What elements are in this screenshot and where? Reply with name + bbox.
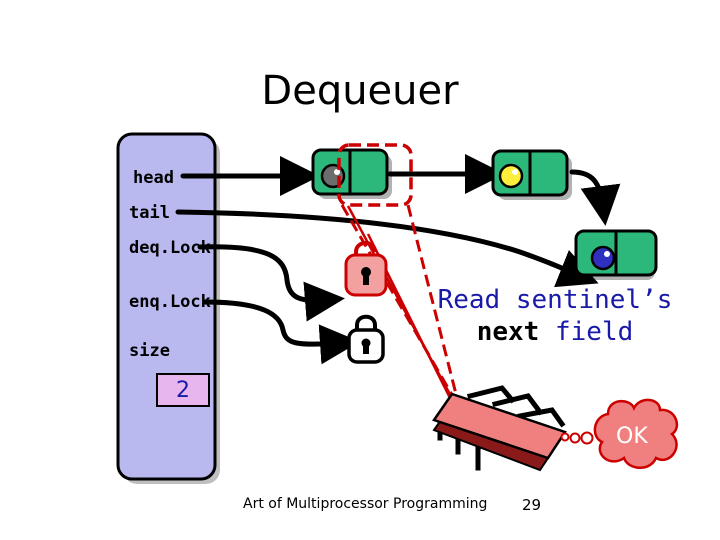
- slide-title: Dequeuer: [261, 68, 459, 114]
- deqlock-field-label: deq.Lock: [129, 238, 211, 258]
- annotation-line-2: next field: [420, 316, 690, 348]
- tail-field-label: tail: [129, 203, 170, 223]
- size-value: 2: [176, 377, 190, 403]
- enqlock-field-label: enq.Lock: [129, 292, 211, 312]
- annotation-line-1: Read sentinel’s: [437, 285, 673, 315]
- annotation-text: Read sentinel’s next field: [420, 284, 690, 348]
- next-field-highlight: [337, 143, 413, 207]
- unlocked-padlock-icon: [344, 241, 388, 297]
- node-3: [574, 229, 658, 280]
- enqlock-pointer-curve: [202, 299, 360, 365]
- locked-padlock-icon: [347, 314, 385, 364]
- size-value-box: 2: [156, 373, 210, 407]
- annotation-line-2-rest: field: [539, 317, 634, 347]
- page-number: 29: [522, 496, 542, 514]
- head-field-label: head: [133, 168, 174, 188]
- annotation-keyword: next: [476, 317, 540, 347]
- footer-text: Art of Multiprocessor Programming: [243, 496, 488, 512]
- ok-bubble-text: OK: [616, 424, 648, 449]
- tail-pointer-curve: [175, 209, 599, 288]
- ok-thought-bubble: [560, 398, 679, 469]
- bug-thread-icon: [432, 385, 567, 472]
- size-field-label: size: [129, 341, 170, 361]
- sentinel-node: [311, 148, 392, 199]
- deqlock-pointer-curve: [197, 244, 345, 322]
- node-2: [491, 149, 572, 200]
- node2-next-arrow: [569, 169, 621, 226]
- highlight-connector-right: [406, 204, 459, 399]
